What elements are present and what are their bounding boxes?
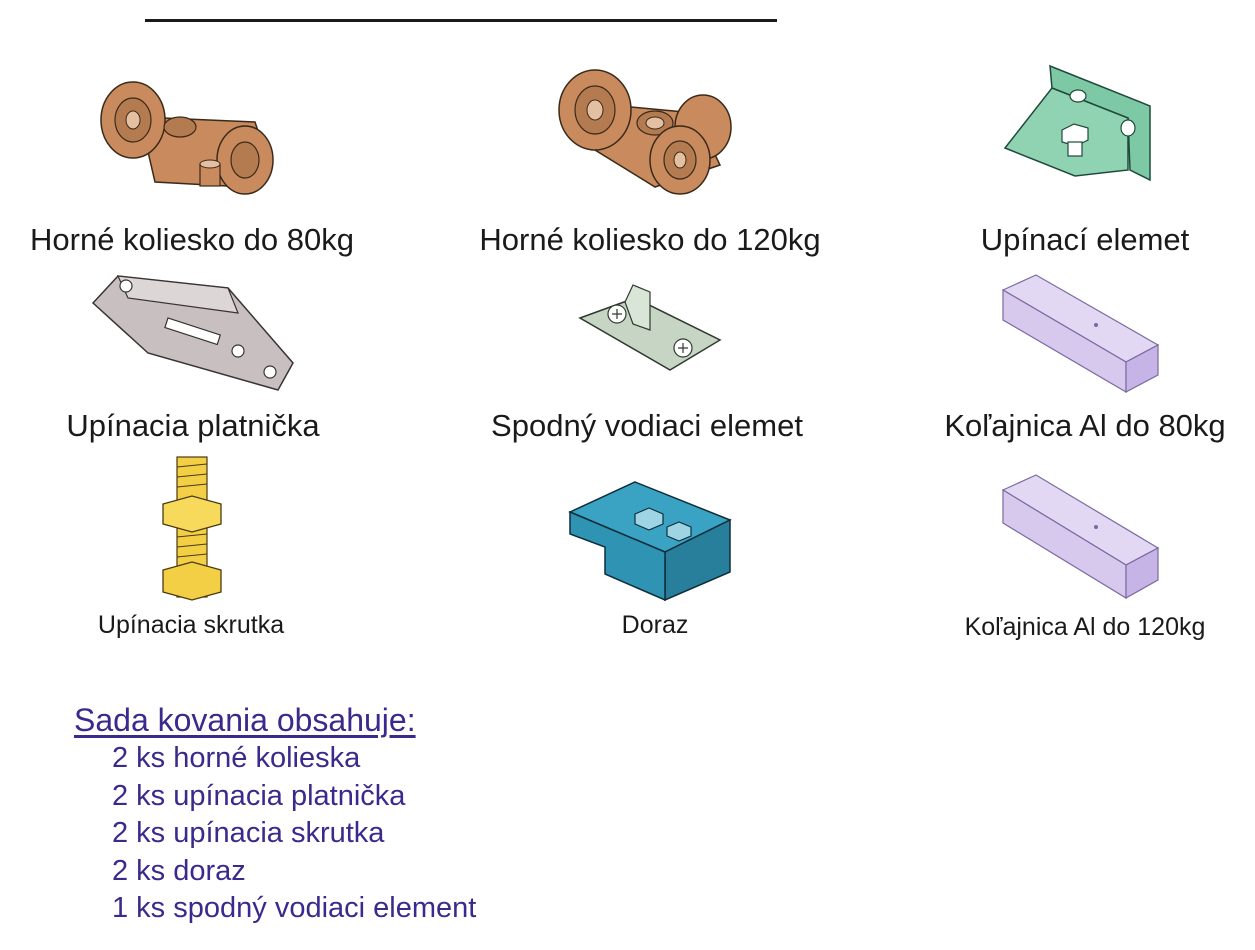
upper-roller-120kg-icon: [558, 69, 732, 195]
mounting-plate-icon: [91, 275, 294, 391]
mounting-plate-image: [88, 268, 303, 393]
part-caption: Horné koliesko do 120kg: [479, 222, 821, 257]
kit-list: 2 ks horné kolieska 2 ks upínacia platni…: [74, 740, 476, 928]
kit-contents: Sada kovania obsahuje: 2 ks horné kolies…: [74, 700, 476, 928]
list-item: 2 ks upínacia platnička: [112, 779, 406, 812]
part-caption: Koľajnica Al do 80kg: [944, 408, 1226, 443]
rail-120kg-icon: [1001, 474, 1160, 600]
part-caption: Doraz: [621, 611, 689, 639]
bottom-guide-icon: [578, 284, 722, 371]
stopper-image: [565, 472, 735, 602]
bottom-guide-image: [575, 280, 725, 375]
part-caption: Upínací elemet: [980, 222, 1190, 257]
part-caption: Upínacia platnička: [66, 408, 320, 443]
stopper-icon: [568, 481, 732, 602]
rail-80kg-image: [998, 270, 1163, 395]
upper-roller-80kg-icon: [100, 81, 274, 195]
rail-80kg-icon: [1001, 274, 1160, 394]
part-caption: Horné koliesko do 80kg: [30, 222, 354, 257]
mounting-bolt-image: [155, 452, 230, 602]
mounting-bracket-icon: [1003, 64, 1151, 182]
list-item: 2 ks horné kolieska: [112, 742, 361, 774]
top-divider-line: [145, 19, 777, 22]
part-caption: Upínacia skrutka: [97, 611, 285, 639]
part-caption: Koľajnica Al do 120kg: [964, 613, 1206, 641]
upper-roller-120kg-image: [555, 65, 745, 195]
list-item: 2 ks upínacia skrutka: [112, 817, 385, 849]
part-caption: Spodný vodiaci elemet: [491, 408, 803, 443]
kit-title: Sada kovania obsahuje:: [74, 702, 416, 738]
mounting-bracket-image: [1000, 58, 1160, 183]
list-item: 1 ks spodný vodiaci element: [112, 892, 477, 924]
upper-roller-80kg-image: [95, 72, 285, 197]
list-item: 2 ks doraz: [112, 854, 246, 887]
mounting-bolt-icon: [162, 456, 222, 601]
rail-120kg-image: [998, 470, 1163, 600]
